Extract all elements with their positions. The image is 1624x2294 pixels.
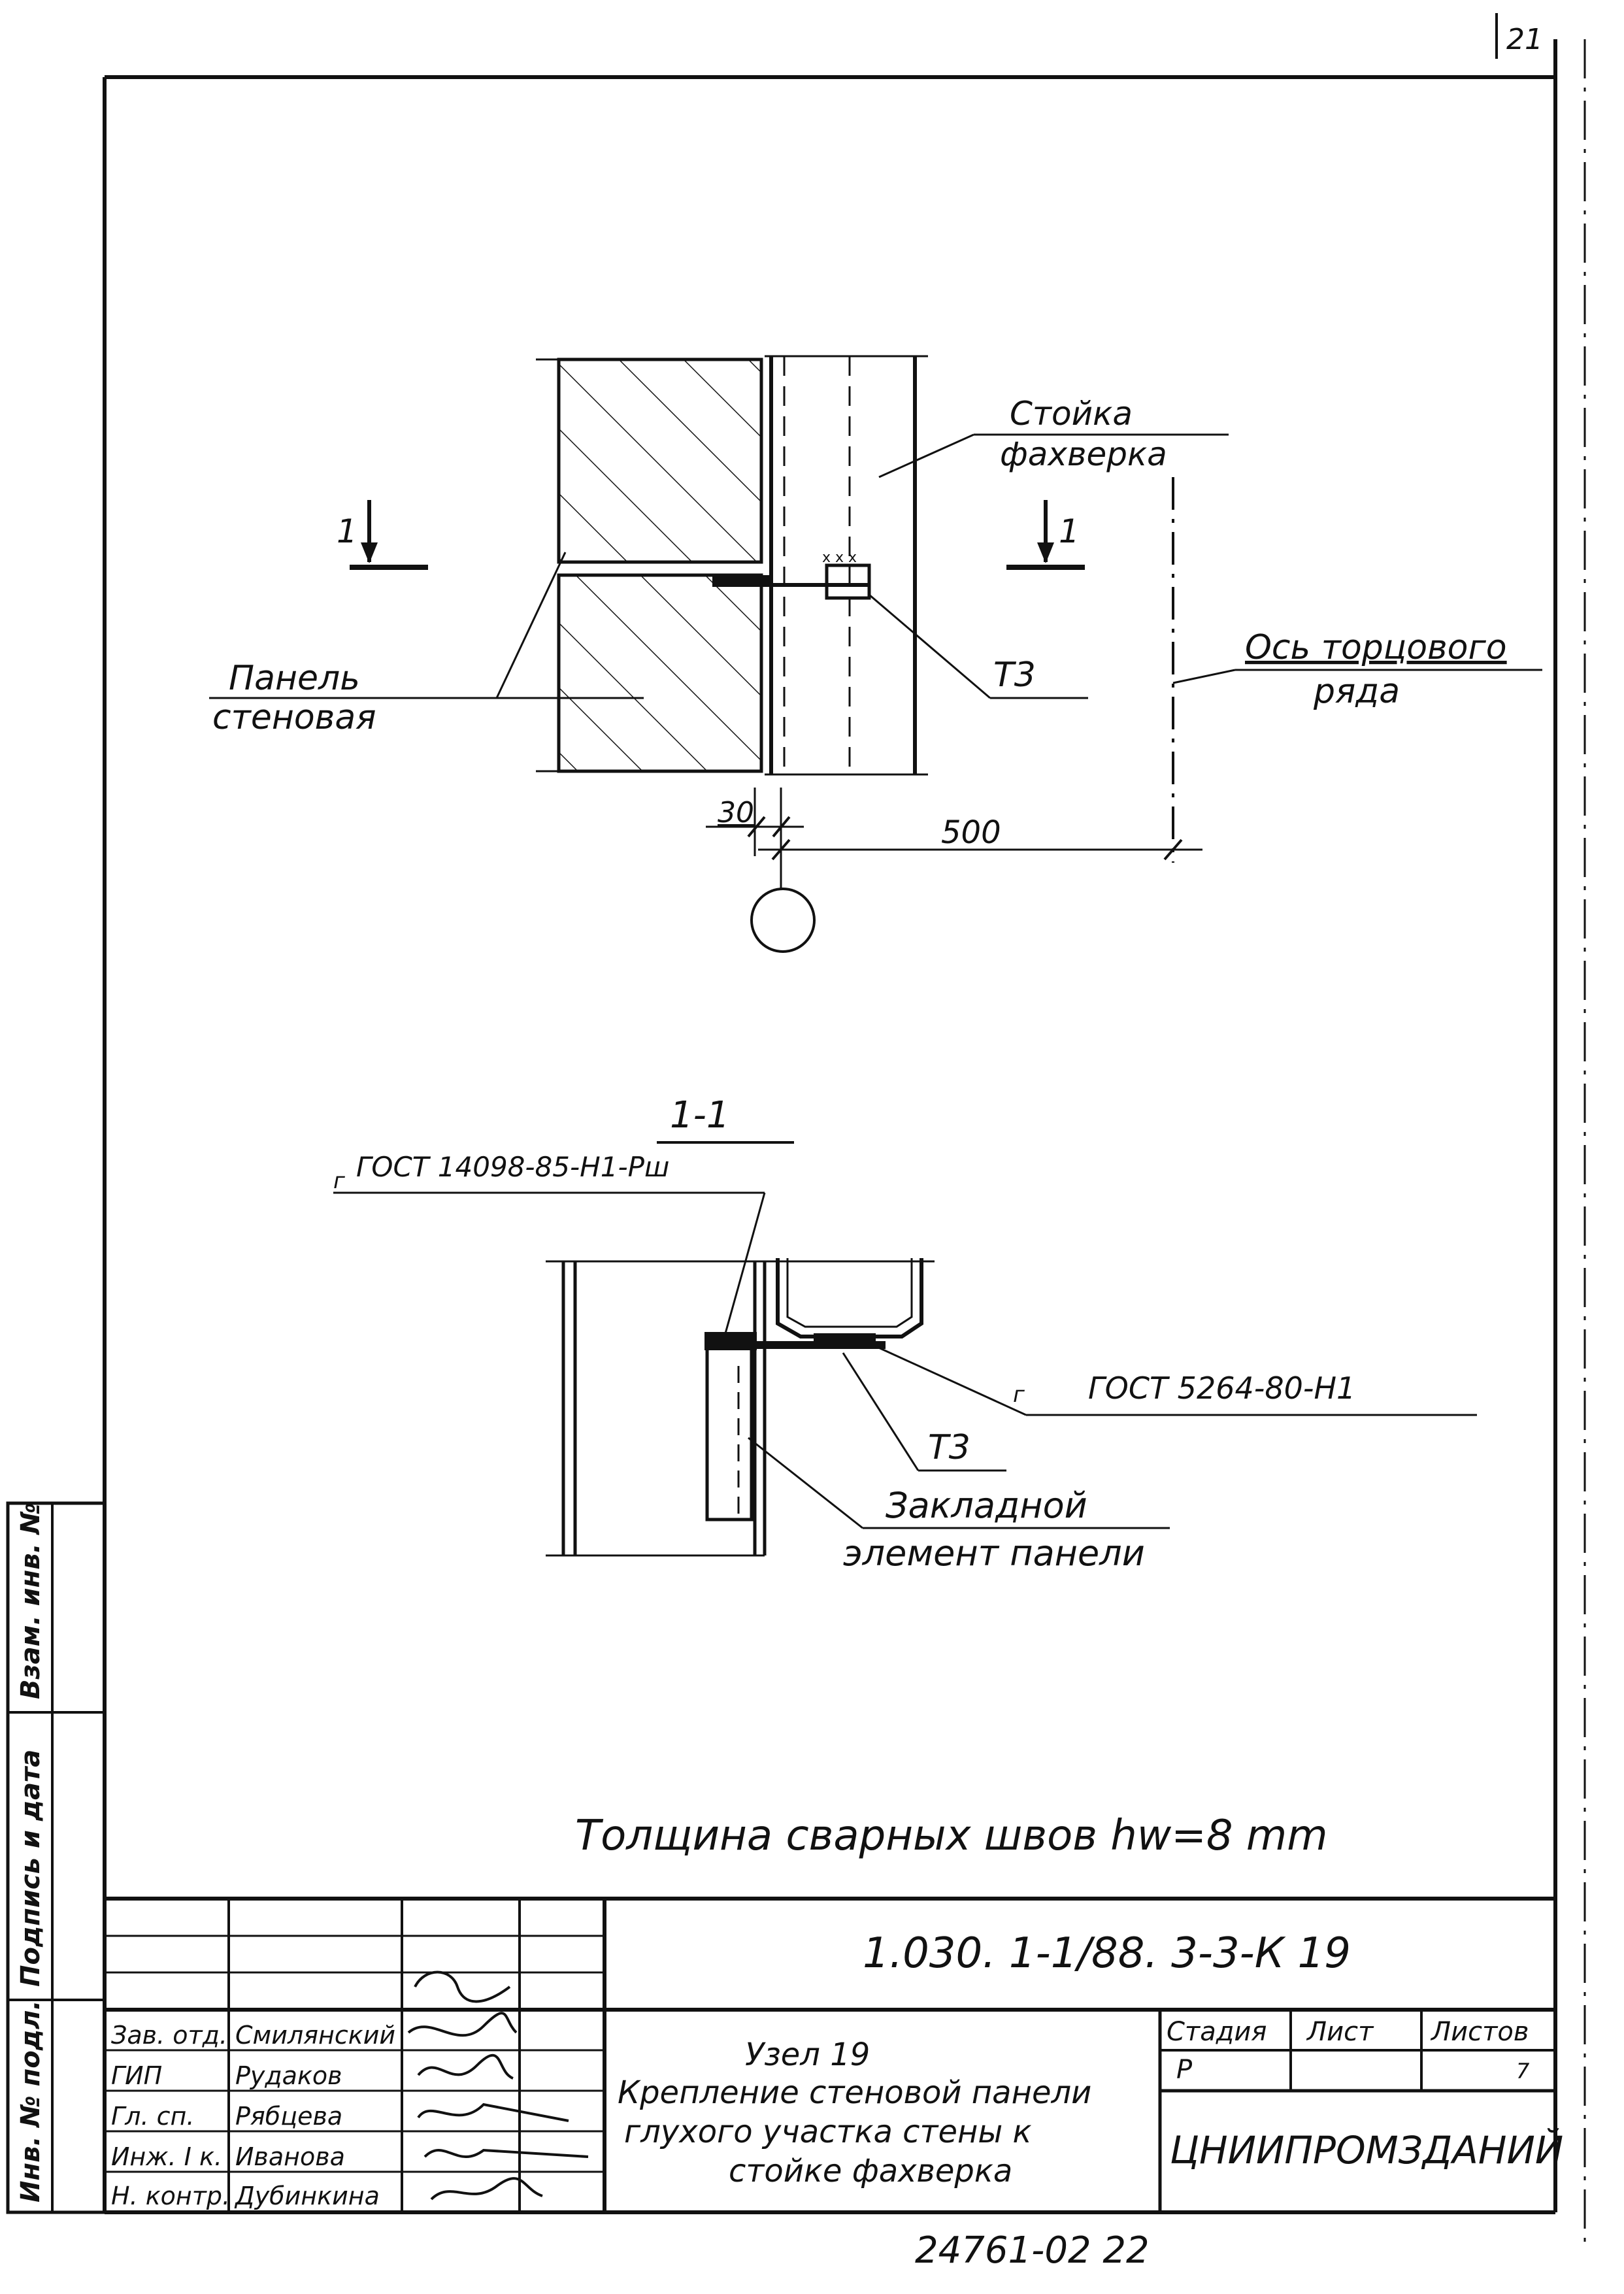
header-sheets: Листов <box>1430 2017 1529 2047</box>
embed-label-1: Закладной <box>886 1485 1087 1526</box>
name-4: Дубинкина <box>234 2182 380 2210</box>
wall-panel-lower <box>557 573 763 773</box>
side-inv-label: Инв. № подл. <box>16 2000 46 2203</box>
side-replace-label: Взам. инв. № <box>16 1503 46 1699</box>
side-strip: Инв. № подл. Подпись и дата Взам. инв. № <box>6 1501 107 2214</box>
name-1: Рудаков <box>235 2061 342 2090</box>
role-4: Н. контр. <box>111 2182 230 2210</box>
post-label-2: фахверка <box>1000 435 1167 473</box>
weld-top-prefix: г <box>333 1168 346 1194</box>
role-1: ГИП <box>111 2061 162 2090</box>
section-mark-left-label: 1 <box>337 512 357 550</box>
corner-mark: 21 <box>1506 23 1543 56</box>
embedded-plate-section <box>704 1332 757 1350</box>
role-3: Инж. I к. <box>111 2142 222 2171</box>
role-0: Зав. отд. <box>111 2021 227 2050</box>
section-mark-right: 1 <box>1006 500 1085 570</box>
embed-label-2: элемент панели <box>843 1533 1145 1574</box>
section-title: 1-1 <box>670 1094 729 1137</box>
embedded-plate <box>712 575 771 587</box>
post-label-1: Стойка <box>1010 395 1133 433</box>
embedded-element <box>705 1338 754 1521</box>
name-3: Иванова <box>235 2142 345 2171</box>
panel-label-1: Панель <box>229 659 360 698</box>
signatures <box>407 1970 589 2201</box>
panel-label-2: стеновая <box>212 698 376 737</box>
footer-number: 24761-02 22 <box>915 2229 1150 2272</box>
drawing-code: 1.030. 1-1/88. 3-3-К 19 <box>863 1929 1351 1978</box>
sheet-frame <box>103 13 1586 2248</box>
axis-marker-circle <box>750 888 816 953</box>
section-view: 1-1 г ГОСТ 14098-85-Н1-Рш г ГОСТ 5264-80… <box>333 1094 1477 1574</box>
weld-right-spec: ГОСТ 5264-80-Н1 <box>1088 1371 1355 1406</box>
section-mark-left: 1 <box>337 500 428 570</box>
stamp-title-1: Узел 19 <box>745 2036 870 2073</box>
plan-view: x x x 1 1 30 500 <box>209 355 1542 953</box>
section-connection-plate <box>752 1341 886 1349</box>
section-weld-mark: Т3 <box>928 1428 970 1467</box>
weld-top-spec: ГОСТ 14098-85-Н1-Рш <box>356 1151 669 1183</box>
dim-gap-label: 30 <box>718 796 754 829</box>
weld-note: Толщина сварных швов hw=8 mm <box>575 1812 1328 1860</box>
title-block: 1.030. 1-1/88. 3-3-К 19 Узел 19 Креплени… <box>105 1897 1563 2212</box>
header-stage: Стадия <box>1167 2017 1267 2047</box>
axis-label-2: ряда <box>1313 672 1400 711</box>
dimension-line: 30 500 <box>706 788 1202 889</box>
section-mark-right-label: 1 <box>1059 512 1080 550</box>
name-2: Рябцева <box>235 2102 342 2131</box>
side-sign-label: Подпись и дата <box>16 1750 46 1987</box>
sheets-value: 7 <box>1516 2059 1530 2084</box>
wall-panel-upper <box>557 357 763 564</box>
post-stiffener <box>825 563 871 600</box>
svg-text:x x x: x x x <box>822 550 857 566</box>
plan-weld-mark: Т3 <box>993 656 1036 695</box>
stage-value: Р <box>1176 2055 1193 2085</box>
stamp-title-2: Крепление стеновой панели <box>618 2074 1091 2111</box>
header-sheet: Лист <box>1306 2017 1374 2047</box>
axis-label-1: Ось торцового <box>1245 628 1507 667</box>
weld-right-prefix: г <box>1013 1382 1025 1408</box>
stamp-title-3: глухого участка стены к <box>624 2114 1032 2150</box>
stamp-title-4: стойке фахверка <box>729 2153 1012 2189</box>
name-0: Смилянский <box>235 2021 395 2050</box>
dim-axis-label: 500 <box>941 814 1001 851</box>
org-name: ЦНИИПРОМЗДАНИЙ <box>1170 2127 1563 2172</box>
role-2: Гл. сп. <box>111 2102 194 2131</box>
